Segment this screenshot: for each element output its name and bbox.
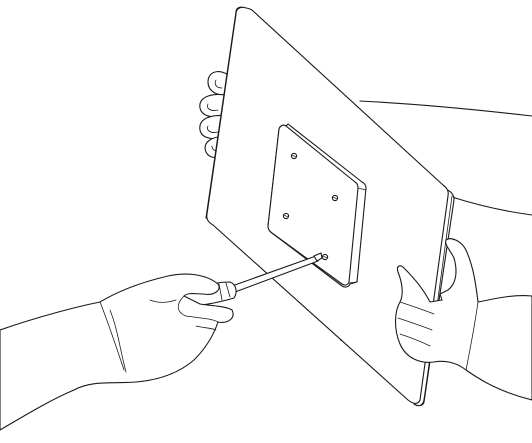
screw-hole-top-left (291, 153, 296, 158)
screw-hole-top-right (332, 195, 337, 200)
screw-hole-bottom-left (283, 213, 288, 218)
screw-hole-bottom-right (322, 254, 327, 259)
panel-mark (340, 339, 342, 341)
